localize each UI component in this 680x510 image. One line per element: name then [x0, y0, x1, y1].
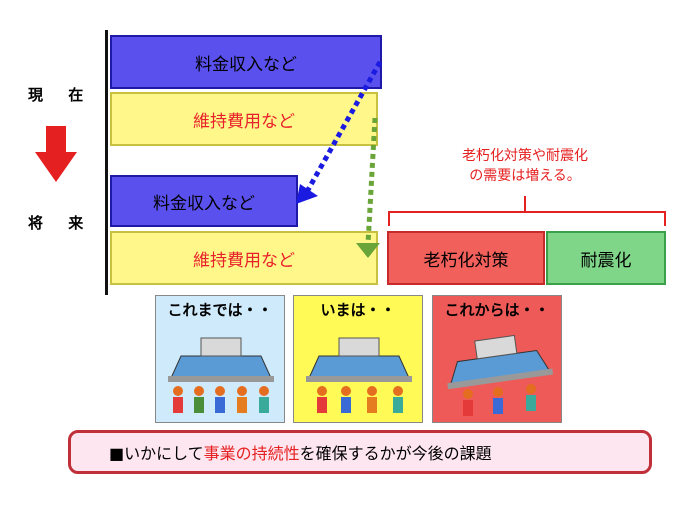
- increase-note: 老朽化対策や耐震化 の需要は増える。: [420, 146, 630, 186]
- present-revenue-bar: 料金収入など: [110, 35, 382, 89]
- down-arrow-icon: [35, 126, 77, 182]
- panel-future: これからは・・: [432, 295, 562, 423]
- bracket: [388, 196, 666, 226]
- increase-note-line1: 老朽化対策や耐震化: [462, 148, 588, 164]
- maintenance-arrowhead-icon: [356, 243, 380, 258]
- aging-measures-box: 老朽化対策: [387, 231, 545, 285]
- people-struggling-building-illustration: [447, 334, 554, 416]
- future-maintenance-label: 維持費用など: [193, 250, 295, 271]
- label-present: 現 在: [28, 86, 94, 104]
- revenue-decrease-arrow: [301, 60, 383, 199]
- change-arrows: [296, 60, 383, 258]
- present-revenue-label: 料金収入など: [195, 54, 297, 75]
- earthquake-proofing-box: 耐震化: [546, 231, 666, 285]
- people-supporting-building-illustration: [306, 337, 412, 413]
- present-maintenance-bar: 維持費用など: [110, 92, 378, 146]
- present-maintenance-label: 維持費用など: [193, 111, 295, 132]
- panel-future-title: これからは・・: [444, 301, 550, 319]
- issue-highlight: 事業の持続性: [203, 444, 300, 463]
- label-future: 将 来: [28, 214, 94, 232]
- people-supporting-building-illustration: [168, 337, 274, 413]
- timeline-axis: [105, 30, 108, 295]
- key-issue-box: ■いかにして事業の持続性を確保するかが今後の課題: [68, 430, 652, 474]
- panel-past: これまでは・・: [155, 295, 285, 423]
- maintenance-increase-arrow: [365, 117, 378, 245]
- issue-suffix: を確保するかが今後の課題: [299, 444, 492, 463]
- future-revenue-label: 料金収入など: [153, 193, 255, 214]
- revenue-arrowhead-icon: [296, 184, 318, 204]
- panel-present: いまは・・: [293, 295, 423, 423]
- issue-prefix: ■いかにして: [109, 444, 204, 463]
- future-maintenance-bar: 維持費用など: [110, 231, 378, 285]
- panel-past-title: これまでは・・: [167, 301, 273, 319]
- panel-present-title: いまは・・: [320, 301, 396, 319]
- aging-measures-label: 老朽化対策: [423, 250, 509, 271]
- earthquake-proofing-label: 耐震化: [580, 250, 632, 271]
- increase-note-line2: の需要は増える。: [469, 168, 581, 184]
